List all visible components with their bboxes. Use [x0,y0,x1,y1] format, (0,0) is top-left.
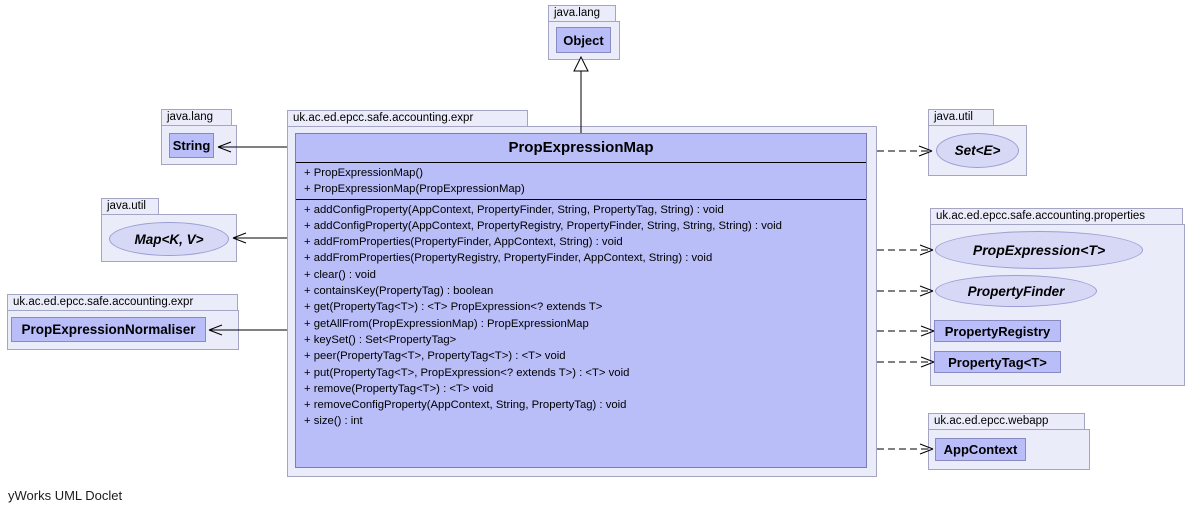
constructor-row: + PropExpressionMap() [304,167,423,179]
package-tab-java-util-left: java.util [101,198,159,215]
footer-attribution: yWorks UML Doclet [8,488,123,503]
method-row: + clear() : void [304,268,376,281]
method-row: + containsKey(PropertyTag) : boolean [304,285,494,298]
package-tab-expr-left: uk.ac.ed.epcc.safe.accounting.expr [7,294,238,311]
node-property-finder-interface[interactable]: PropertyFinder [935,275,1097,307]
package-tab-webapp: uk.ac.ed.epcc.webapp [928,413,1085,430]
node-set-interface[interactable]: Set<E> [936,133,1019,168]
constructor-row: + PropExpressionMap(PropExpressionMap) [304,183,525,196]
node-property-registry-class[interactable]: PropertyRegistry [934,320,1061,342]
method-section: + addConfigProperty(AppContext, Property… [296,200,866,431]
package-tab-java-lang-left: java.lang [161,109,232,126]
node-map-interface[interactable]: Map<K, V> [109,222,229,256]
node-app-context-class[interactable]: AppContext [935,438,1026,461]
package-tab-java-util-right: java.util [928,109,994,126]
edge-dependency-set [877,145,933,157]
package-tab-expr-main: uk.ac.ed.epcc.safe.accounting.expr [287,110,528,127]
method-row: + remove(PropertyTag<T>) : <T> void [304,382,494,395]
edge-association-map [232,232,287,244]
method-row: + addFromProperties(PropertyFinder, AppC… [304,236,623,249]
package-tab-java-lang-top: java.lang [548,5,616,22]
method-row: + put(PropertyTag<T>, PropExpression<? e… [304,366,630,379]
edge-dependency-property-finder [877,285,934,297]
edge-dependency-property-tag [877,356,935,368]
method-row: + removeConfigProperty(AppContext, Strin… [304,399,627,412]
node-property-tag-class[interactable]: PropertyTag<T> [934,351,1061,373]
method-row: + getAllFrom(PropExpressionMap) : PropEx… [304,317,589,330]
package-tab-properties: uk.ac.ed.epcc.safe.accounting.properties [930,208,1183,225]
node-object-class[interactable]: Object [556,27,611,53]
node-prop-expression-map-class[interactable]: PropExpressionMap + PropExpressionMap() … [295,133,867,468]
method-row: + peer(PropertyTag<T>, PropertyTag<T>) :… [304,350,566,363]
constructor-section: + PropExpressionMap() + PropExpressionMa… [296,163,866,200]
method-row: + get(PropertyTag<T>) : <T> PropExpressi… [304,301,603,314]
edge-generalization-object [573,55,589,133]
node-prop-expression-normaliser-class[interactable]: PropExpressionNormaliser [11,317,206,342]
node-string-class[interactable]: String [169,133,214,158]
edge-dependency-app-context [877,443,934,455]
method-row: + addConfigProperty(AppContext, Property… [304,219,782,232]
method-row: + size() : int [304,415,363,428]
method-row: + keySet() : Set<PropertyTag> [304,333,457,346]
edge-dependency-property-registry [877,325,935,337]
class-title[interactable]: PropExpressionMap [296,134,866,163]
node-prop-expression-interface[interactable]: PropExpression<T> [935,231,1143,269]
method-row: + addFromProperties(PropertyRegistry, Pr… [304,252,713,265]
method-row: + addConfigProperty(AppContext, Property… [304,203,724,216]
edge-dependency-prop-expression [877,244,934,256]
